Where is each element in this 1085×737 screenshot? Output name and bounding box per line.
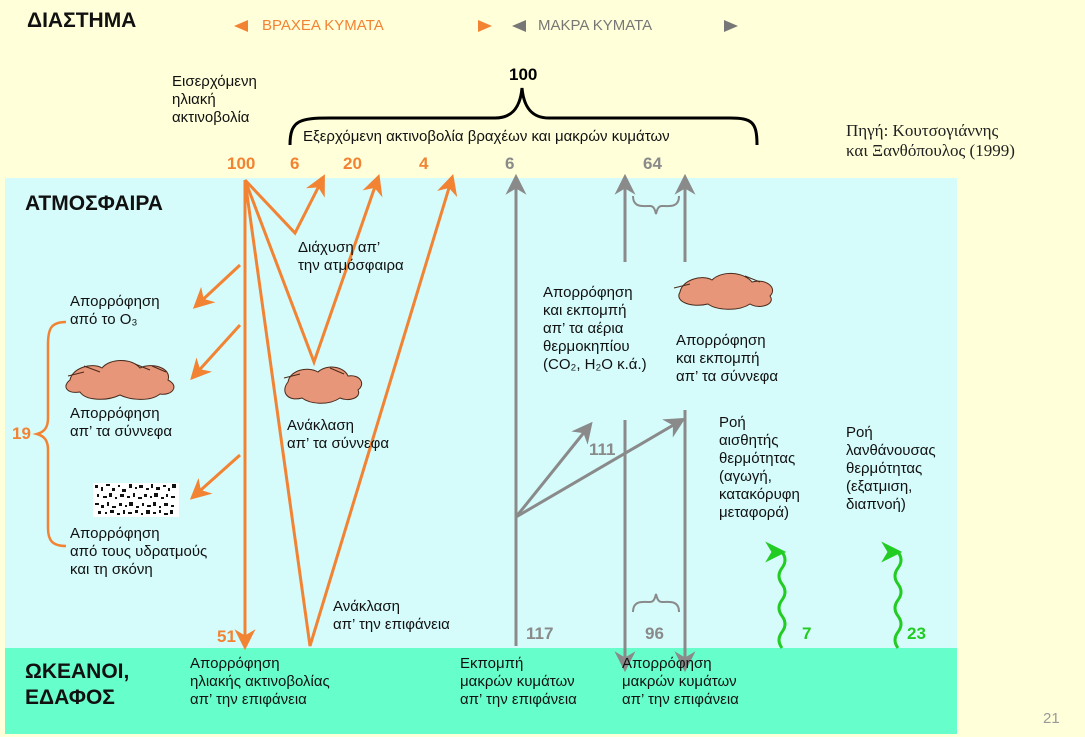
number-longwave-surface: 6 bbox=[505, 154, 515, 173]
number-exchange: 111 bbox=[589, 440, 616, 459]
page-number: 21 bbox=[1043, 710, 1060, 727]
reflect-surface-label: Ανάκλαση απ’ την επιφάνεια bbox=[333, 598, 450, 633]
abs-ghg-label: Απορρόφηση και εκπομπή απ’ τα αέρια θερμ… bbox=[543, 284, 647, 373]
abs-longwave-label: Απορρόφηση μακρών κυμάτων απ’ την επιφάν… bbox=[622, 655, 739, 708]
longwave-right-arrow-icon bbox=[724, 20, 738, 32]
dust-pattern-icon bbox=[93, 483, 179, 517]
cloud-icon-right bbox=[673, 273, 774, 310]
arrow-latent-heat bbox=[893, 548, 917, 649]
shortwave-header: ΒΡΑΧΕΑ ΚΥΜΑΤΑ bbox=[262, 17, 384, 34]
number-surface-absorbed: 51 bbox=[217, 627, 236, 646]
number-longwave-atmo: 64 bbox=[643, 154, 662, 173]
total-number: 100 bbox=[509, 65, 538, 84]
number-back-radiation: 96 bbox=[645, 624, 664, 643]
number-incoming: 100 bbox=[227, 154, 256, 173]
reflect-clouds-label: Ανάκλαση απ’ τα σύννεφα bbox=[287, 417, 390, 452]
abs-o3-label: Απορρόφηση από το O₃ bbox=[70, 293, 160, 328]
brace-19 bbox=[32, 320, 67, 548]
longwave-left-arrow-icon bbox=[512, 20, 526, 32]
ocean-label: ΩΚΕΑΝΟΙ, ΕΔΑΦΟΣ bbox=[25, 660, 130, 710]
cloud-icon-left bbox=[65, 360, 175, 400]
arrow-diffusion bbox=[243, 174, 325, 236]
arrow-clouds bbox=[190, 323, 242, 381]
outgoing-label: Εξερχόμενη ακτινοβολία βραχέων και μακρώ… bbox=[303, 128, 670, 145]
abs-clouds-label: Απορρόφηση απ’ τα σύννεφα bbox=[70, 405, 173, 440]
arrow-o3 bbox=[192, 263, 242, 309]
ocean-land-region bbox=[5, 648, 957, 734]
abs-surface-solar-label: Απορρόφηση ηλιακής ακτινοβολίας απ’ την … bbox=[190, 655, 330, 708]
latent-heat-label: Ροή λανθάνουσας θερμότητας (εξατμιση, δι… bbox=[846, 424, 936, 513]
brace-96 bbox=[632, 593, 680, 613]
number-19: 19 bbox=[12, 424, 31, 443]
diffusion-label: Διάχυση απ’ την ατμόσφαιρα bbox=[298, 239, 404, 274]
number-diffusion: 6 bbox=[290, 154, 300, 173]
number-emission: 117 bbox=[526, 624, 554, 643]
emit-longwave-label: Εκπομπή μακρών κυμάτων απ’ την επιφάνεια bbox=[460, 655, 577, 708]
arrow-surface-reflect bbox=[243, 173, 458, 647]
longwave-arrows bbox=[505, 173, 696, 673]
atmosphere-label: ΑΤΜΟΣΦΑΙΡΑ bbox=[25, 192, 163, 215]
space-label: ΔΙΑΣΤΗΜΑ bbox=[27, 9, 137, 32]
number-sensible: 7 bbox=[802, 624, 812, 643]
arrow-sensible-heat bbox=[777, 548, 801, 649]
abs-emit-clouds-label: Απορρόφηση και εκπομπή απ’ τα σύννεφα bbox=[676, 332, 779, 385]
incoming-label: Εισερχόμενη ηλιακή ακτινοβολία bbox=[172, 73, 257, 126]
shortwave-right-arrow-icon bbox=[478, 20, 492, 32]
sensible-heat-label: Ροή αισθητής θερμότητας (αγωγή, κατακόρυ… bbox=[719, 414, 800, 521]
shortwave-left-arrow-icon bbox=[234, 20, 248, 32]
source-citation: Πηγή: Κουτσογιάννης και Ξανθόπουλος (199… bbox=[846, 121, 1015, 161]
outgoing-brace bbox=[288, 87, 759, 146]
shortwave-arrows bbox=[189, 173, 458, 651]
arrow-cloud-reflect bbox=[243, 174, 383, 367]
arrow-vapor bbox=[189, 453, 241, 500]
arrow-to-clouds bbox=[515, 417, 686, 519]
number-surface-reflect: 4 bbox=[419, 154, 429, 173]
header-arrows bbox=[234, 20, 738, 32]
cloud-icon-middle bbox=[283, 366, 363, 404]
brace-64 bbox=[632, 195, 680, 215]
abs-vapor-label: Απορρόφηση από τους υδρατμούς και τη σκό… bbox=[70, 525, 208, 578]
number-cloud-reflect: 20 bbox=[343, 154, 362, 173]
longwave-header: ΜΑΚΡΑ ΚΥΜΑΤΑ bbox=[538, 17, 653, 34]
arrow-to-gases bbox=[514, 421, 593, 518]
number-latent: 23 bbox=[907, 624, 926, 643]
